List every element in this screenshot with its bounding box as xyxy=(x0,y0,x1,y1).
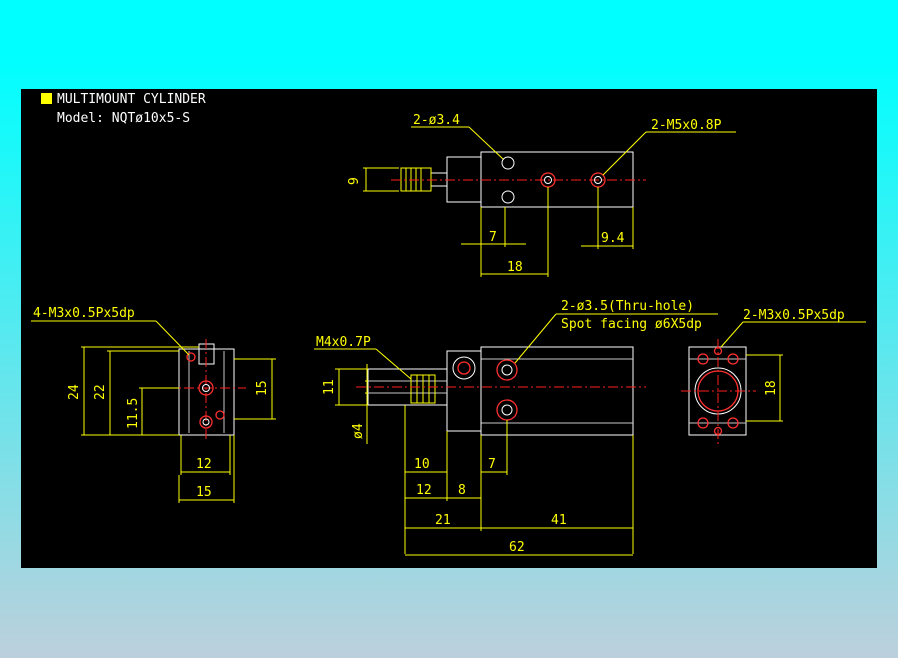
dim-left-22: 22 xyxy=(93,384,108,400)
drawing-title: MULTIMOUNT CYLINDER xyxy=(57,92,206,107)
dim-front-8: 8 xyxy=(458,483,466,498)
dim-left-15v: 15 xyxy=(255,380,270,396)
callout-right: 2-M3x0.5Px5dp xyxy=(743,308,845,323)
dim-top-18: 18 xyxy=(507,260,523,275)
dim-front-10: 10 xyxy=(414,457,430,472)
dim-left-15h: 15 xyxy=(196,485,212,500)
callout-left: 4-M3x0.5Px5dp xyxy=(33,306,135,321)
technical-drawing: MULTIMOUNT CYLINDER Model: NQTø10x5-S 2-… xyxy=(31,92,866,556)
callout-thread: M4x0.7P xyxy=(316,335,371,350)
dim-left-24: 24 xyxy=(67,384,82,400)
callout-holes-top: 2-ø3.4 xyxy=(413,113,460,128)
front-view: M4x0.7P 2-ø3.5(Thru-hole) Spot facing ø6… xyxy=(314,299,718,556)
dim-front-41: 41 xyxy=(551,513,567,528)
legend-square-icon xyxy=(41,93,52,104)
dim-front-12: 12 xyxy=(416,483,432,498)
dim-left-12: 12 xyxy=(196,457,212,472)
dim-top-7: 7 xyxy=(489,230,497,245)
dim-front-21: 21 xyxy=(435,513,451,528)
model-label: Model: NQTø10x5-S xyxy=(57,111,190,126)
dim-front-62: 62 xyxy=(509,540,525,555)
dim-right-18: 18 xyxy=(764,380,779,396)
top-view: 2-ø3.4 2-M5x0.8P 9 7 9.4 18 xyxy=(347,113,736,277)
dim-top-94: 9.4 xyxy=(601,231,625,246)
right-view: 2-M3x0.5Px5dp 18 xyxy=(681,308,866,444)
callout-holes-line2: Spot facing ø6X5dp xyxy=(561,317,702,332)
left-view: 4-M3x0.5Px5dp 24 22 11.5 15 12 15 xyxy=(31,306,276,503)
dim-left-115: 11.5 xyxy=(126,398,141,429)
drawing-panel: MULTIMOUNT CYLINDER Model: NQTø10x5-S 2-… xyxy=(21,89,877,568)
dim-top-9: 9 xyxy=(347,177,362,185)
dim-front-4: ø4 xyxy=(351,423,366,439)
callout-holes-line1: 2-ø3.5(Thru-hole) xyxy=(561,299,694,314)
dim-front-11: 11 xyxy=(322,379,337,395)
callout-ports-top: 2-M5x0.8P xyxy=(651,118,722,133)
dim-front-7: 7 xyxy=(488,457,496,472)
